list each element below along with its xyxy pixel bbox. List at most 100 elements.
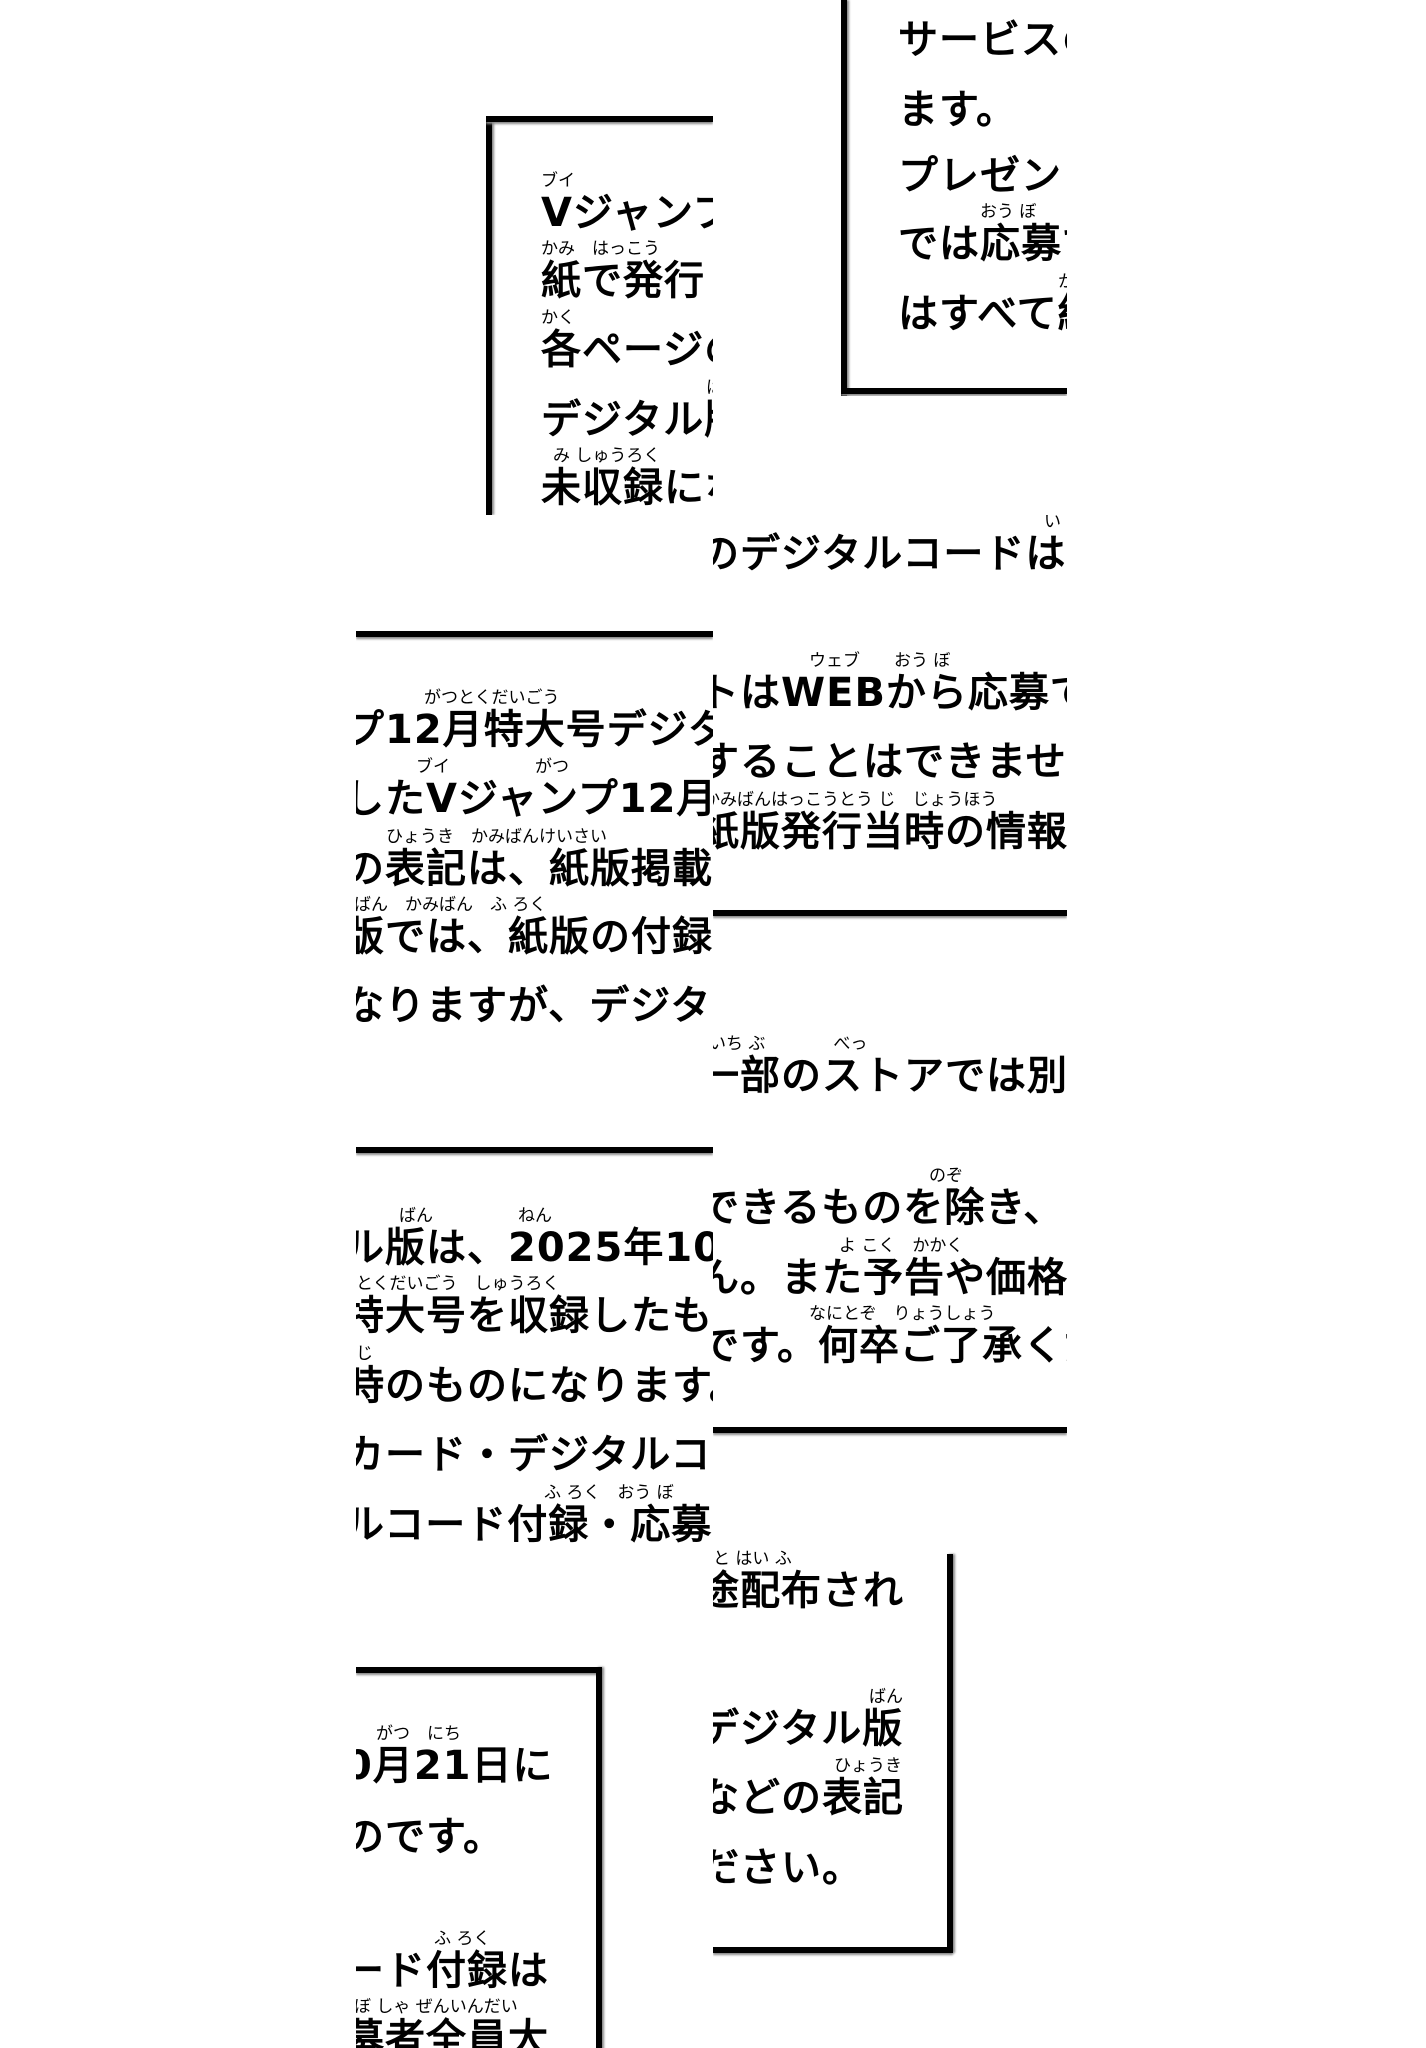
text-line: ふ ろく おう ぼルコード付録・応募 [356, 1484, 712, 1548]
panel-border [486, 116, 492, 515]
line-text: 版では、紙版の付録が [356, 914, 713, 960]
panel-border [486, 116, 713, 122]
line-text: 募者全員大 [356, 2016, 549, 2048]
text-line: と はい ふ途配布され [713, 1550, 904, 1614]
ruby-annotation: おう ぼ [980, 202, 1037, 222]
ruby-annotation: と はい ふ [713, 1549, 792, 1569]
text-line: のです。 [356, 1796, 504, 1860]
ruby-annotation: ブイ [541, 171, 575, 191]
text-line: カード・デジタルコー [356, 1414, 713, 1478]
ruby-annotation [898, 0, 1067, 17]
ruby-annotation: じ [356, 1344, 373, 1364]
ruby-annotation [713, 721, 1067, 739]
line-text: プ12月特大号デジタ [356, 707, 713, 753]
line-text: 0月21日に [356, 1743, 554, 1789]
text-line: ださい。 [713, 1827, 863, 1891]
line-text: ん。また予告や価格が [713, 1255, 1067, 1301]
ruby-annotation: み しゅうろく [553, 446, 661, 466]
line-text: では応募で [898, 221, 1067, 267]
text-line: かはすべて紙 [898, 273, 1067, 337]
ruby-annotation: かみ はっこう [541, 239, 660, 259]
ruby-annotation: ひょうき [834, 1756, 902, 1776]
text-line: ブイ がつしたVジャンプ12月 [356, 758, 713, 822]
text-line: かみばんはっこうとう じ じょうほう紙版発行当時の情報で [713, 791, 1067, 855]
text-line: ふ ろくード付録は [356, 1930, 549, 1994]
text-line: かみ はっこう紙で発行し [541, 240, 713, 304]
text-line: いのデジタルコードは一 [713, 515, 1067, 577]
panel-border [841, 0, 847, 396]
ruby-annotation: ぼ しゃ ぜんいんだい [356, 1997, 518, 2017]
text-line: ぼ しゃ ぜんいんだい募者全員大 [356, 1998, 549, 2048]
ruby-annotation: ばん ねん [399, 1206, 552, 1226]
text-line: ばんデジタル版 [713, 1688, 903, 1752]
divider [713, 910, 1067, 916]
panel-a: サービスの ます。 プレゼン おう ぼでは応募で かはすべて紙 [841, 0, 1067, 396]
ruby-annotation: なにとぞ りょうしょう [809, 1304, 996, 1324]
text-line: いち ぶ べっ一部のストアでは別途 [713, 1035, 1067, 1099]
line-text: デジタル版 [713, 1706, 904, 1752]
ruby-annotation [898, 69, 1017, 87]
text-line: かく各ページの [541, 309, 713, 373]
ruby-annotation: がつとくだいごう [424, 688, 560, 708]
ruby-annotation [356, 1796, 504, 1814]
panel-border [841, 388, 1067, 394]
ruby-annotation [898, 135, 1062, 153]
text-line: することはできません [713, 721, 1067, 785]
text-line: なりますが、デジタ [356, 965, 711, 1029]
ruby-annotation: ふ ろく [434, 1929, 491, 1949]
divider [356, 631, 713, 637]
line-text: ード付録は [356, 1948, 549, 1994]
line-text: することはできません [713, 739, 1067, 785]
line-text: Vジャンプ [541, 190, 713, 236]
ruby-annotation: ひょうき かみばんけいさい [386, 827, 607, 847]
ruby-annotation: は [541, 379, 713, 397]
line-text: のデジタルコードは一 [713, 531, 1067, 577]
panel-border [713, 1947, 953, 1953]
line-text: 時のものになります。 [356, 1363, 713, 1409]
text-line: サービスの [898, 0, 1067, 63]
ruby-annotation: がつ にち [376, 1724, 461, 1744]
ruby-annotation: いち ぶ べっ [713, 1034, 868, 1054]
line-text: サービスの [898, 17, 1067, 63]
ruby-annotation [713, 1827, 863, 1845]
panel-border [356, 1667, 602, 1673]
ruby-annotation [356, 965, 711, 983]
line-text: できるものを除き、デ [713, 1185, 1067, 1231]
text-line: プレゼン [898, 135, 1062, 199]
line-text: ださい。 [713, 1845, 863, 1891]
text-line: ウェブ おう ぼトはWEBから応募で [713, 652, 1067, 716]
panel-border [947, 1554, 953, 1953]
ruby-annotation [356, 1414, 713, 1432]
line-text: 紙で発行し [541, 258, 713, 304]
text-line: ひょうきなどの表記 [713, 1757, 904, 1821]
line-text: 各ページの [541, 327, 713, 373]
line-text: 特大号を収録したも [356, 1293, 713, 1339]
line-text: です。何卒ご了承くだ [713, 1323, 1067, 1369]
panel-border [596, 1667, 602, 2048]
text-line: はデジタル版 [541, 379, 713, 443]
line-text: 未収録にな [541, 465, 713, 511]
line-text: なりますが、デジタ [356, 983, 712, 1029]
text-line: おう ぼでは応募で [898, 203, 1067, 267]
divider [713, 1427, 1067, 1433]
line-text: 一部のストアでは別途 [713, 1053, 1067, 1099]
text-line: がつとくだいごうプ12月特大号デジタ [356, 689, 713, 753]
panel-b: ブイVジャンプ かみ はっこう紙で発行し かく各ページの はデジタル版 み しゅ… [486, 116, 713, 515]
ruby-annotation: かみばんはっこうとう じ じょうほう [713, 790, 998, 810]
ruby-annotation: ばん かみばん ふ ろく [356, 895, 547, 915]
ruby-annotation: とくだいごう しゅうろく [356, 1274, 560, 1294]
line-text: などの表記 [713, 1775, 904, 1821]
line-text: ルコード付録・応募 [356, 1502, 713, 1548]
line-text: のです。 [356, 1814, 504, 1860]
line-text: したVジャンプ12月 [356, 776, 713, 822]
line-text: ル版は、2025年10 [356, 1225, 713, 1271]
line-text: デジタル版 [541, 397, 713, 443]
ruby-annotation: か [1058, 272, 1067, 292]
